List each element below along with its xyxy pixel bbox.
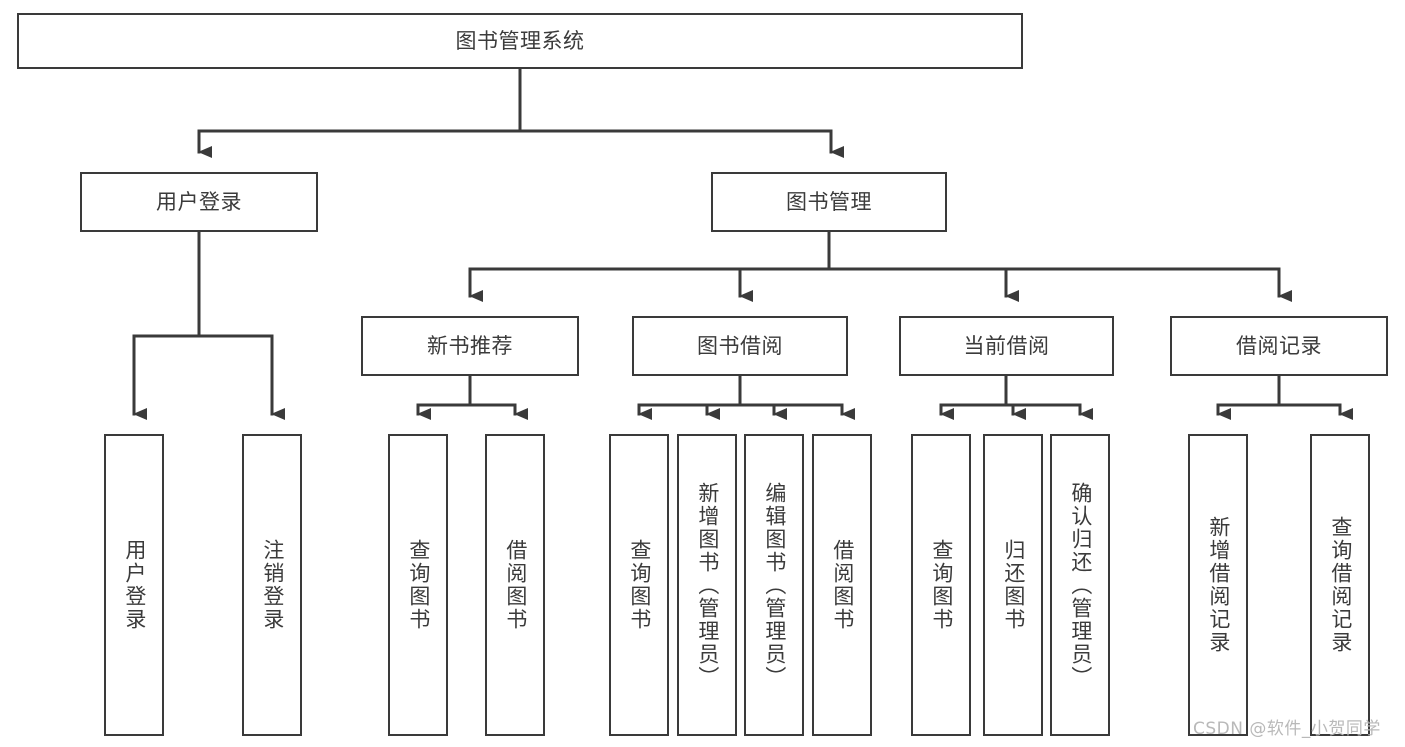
leaf-borrow-book-recommend[interactable]: 借阅图书 xyxy=(485,434,545,736)
leaf-query-book-recommend[interactable]: 查询图书 xyxy=(388,434,448,736)
node-label: 新增借阅记录 xyxy=(1206,516,1231,654)
node-new-book-recommend[interactable]: 新书推荐 xyxy=(361,316,579,376)
csdn-watermark: CSDN @软件_小贺同学 xyxy=(1193,719,1381,739)
leaf-add-book-admin[interactable]: 新增图书（管理员） xyxy=(677,434,737,736)
node-label: 归还图书 xyxy=(1001,539,1026,631)
node-label: 查询图书 xyxy=(627,539,652,631)
node-label: 当前借阅 xyxy=(963,333,1050,358)
node-label: 新增图书（管理员） xyxy=(695,481,720,689)
leaf-logout[interactable]: 注销登录 xyxy=(242,434,302,736)
node-label: 用户登录 xyxy=(156,189,242,214)
node-label: 查询图书 xyxy=(406,539,431,631)
leaf-user-login[interactable]: 用户登录 xyxy=(104,434,164,736)
leaf-confirm-return-admin[interactable]: 确认归还（管理员） xyxy=(1050,434,1110,736)
node-borrow-record[interactable]: 借阅记录 xyxy=(1170,316,1388,376)
node-label: 编辑图书（管理员） xyxy=(762,481,787,689)
node-label: 借阅图书 xyxy=(830,539,855,631)
leaf-query-book-borrow[interactable]: 查询图书 xyxy=(609,434,669,736)
node-label: 借阅图书 xyxy=(503,539,528,631)
node-label: 借阅记录 xyxy=(1236,333,1322,358)
leaf-edit-book-admin[interactable]: 编辑图书（管理员） xyxy=(744,434,804,736)
leaf-add-borrow-record[interactable]: 新增借阅记录 xyxy=(1188,434,1248,736)
node-current-borrow[interactable]: 当前借阅 xyxy=(899,316,1114,376)
node-label: 确认归还（管理员） xyxy=(1068,481,1093,689)
node-label: 图书借阅 xyxy=(697,333,783,358)
node-label: 注销登录 xyxy=(260,539,285,631)
leaf-query-book-current[interactable]: 查询图书 xyxy=(911,434,971,736)
node-label: 查询图书 xyxy=(929,539,954,631)
node-label: 查询借阅记录 xyxy=(1328,516,1353,654)
leaf-query-borrow-record[interactable]: 查询借阅记录 xyxy=(1310,434,1370,736)
node-label: 图书管理系统 xyxy=(455,28,585,53)
node-book-management[interactable]: 图书管理 xyxy=(711,172,947,232)
leaf-return-book[interactable]: 归还图书 xyxy=(983,434,1043,736)
node-label: 图书管理 xyxy=(786,189,872,214)
node-user-login[interactable]: 用户登录 xyxy=(80,172,318,232)
node-label: 新书推荐 xyxy=(427,333,513,358)
node-book-borrow[interactable]: 图书借阅 xyxy=(632,316,848,376)
node-label: 用户登录 xyxy=(122,539,147,631)
node-root[interactable]: 图书管理系统 xyxy=(17,13,1023,69)
leaf-borrow-book[interactable]: 借阅图书 xyxy=(812,434,872,736)
